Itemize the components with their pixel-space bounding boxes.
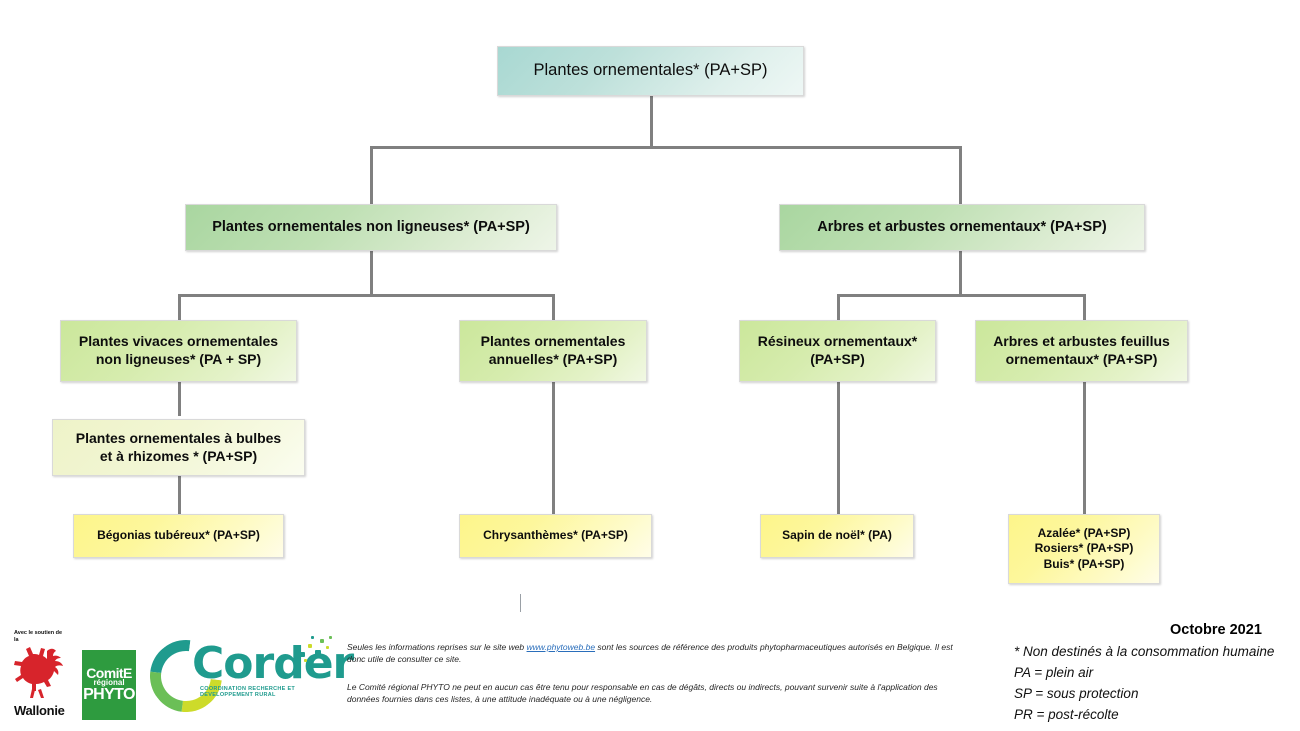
footer-note-disclaimer: Le Comité régional PHYTO ne peut en aucu… xyxy=(347,681,967,706)
node-begonias-tubereux[interactable]: Bégonias tubéreux* (PA+SP) xyxy=(73,514,284,558)
node-plantes-bulbes-rhizomes[interactable]: Plantes ornementales à bulbes et à rhizo… xyxy=(52,419,305,476)
connector-level3-right-bus2 xyxy=(959,294,1085,297)
node-resineux-ornementaux[interactable]: Résineux ornementaux* (PA+SP) xyxy=(739,320,936,382)
node-sapin-de-noel-label: Sapin de noël* (PA) xyxy=(782,528,892,543)
node-azalee-rosiers-buis-label: Azalée* (PA+SP) Rosiers* (PA+SP) Buis* (… xyxy=(1034,525,1134,571)
connector-bulbes-to-begonias xyxy=(178,476,181,515)
node-plantes-bulbes-rhizomes-label: Plantes ornementales à bulbes et à rhizo… xyxy=(75,429,282,464)
node-root[interactable]: Plantes ornementales* (PA+SP) xyxy=(497,46,804,96)
connector-l3-vivaces-drop xyxy=(178,294,181,321)
node-plantes-vivaces[interactable]: Plantes vivaces ornementales non ligneus… xyxy=(60,320,297,382)
node-azalee-rosiers-buis[interactable]: Azalée* (PA+SP) Rosiers* (PA+SP) Buis* (… xyxy=(1008,514,1160,584)
phytoweb-link[interactable]: www.phytoweb.be xyxy=(526,642,596,652)
phyto-line3: PHYTO xyxy=(83,686,135,704)
connector-level2-right-drop xyxy=(959,146,962,205)
footer-note-1-before: Seules les informations reprises sur le … xyxy=(347,642,527,652)
legend-item-pa: PA = plein air xyxy=(1014,664,1094,680)
node-begonias-tubereux-label: Bégonias tubéreux* (PA+SP) xyxy=(97,528,260,543)
connector-level2-bus xyxy=(370,146,962,149)
node-arbres-arbustes-ornementaux-label: Arbres et arbustes ornementaux* (PA+SP) xyxy=(817,219,1107,236)
legend-item-pr: PR = post-récolte xyxy=(1014,706,1119,722)
connector-root-down xyxy=(650,95,653,148)
node-arbres-feuillus[interactable]: Arbres et arbustes feuillus ornementaux*… xyxy=(975,320,1188,382)
wallonie-wordmark: Wallonie xyxy=(14,702,65,718)
node-root-label: Plantes ornementales* (PA+SP) xyxy=(533,61,768,80)
node-plantes-annuelles[interactable]: Plantes ornementales annuelles* (PA+SP) xyxy=(459,320,647,382)
corder-subtitle: COORDINATION RECHERCHE ET DEVELOPPEMENT … xyxy=(200,686,296,698)
footer-note-2-text: Le Comité régional PHYTO ne peut en aucu… xyxy=(347,682,938,705)
node-plantes-non-ligneuses-label: Plantes ornementales non ligneuses* (PA+… xyxy=(212,219,530,236)
logo-comite-regional-phyto: ComitE régional PHYTO xyxy=(82,650,136,720)
connector-vivaces-to-bulbes xyxy=(178,381,181,416)
node-plantes-annuelles-label: Plantes ornementales annuelles* (PA+SP) xyxy=(480,333,626,367)
wallonie-support-text: Avec le soutien de la xyxy=(14,630,63,643)
connector-l3-resineux-drop xyxy=(837,294,840,321)
legend-item-asterisk: * Non destinés à la consommation humaine xyxy=(1014,644,1275,659)
node-resineux-ornementaux-label: Résineux ornementaux* (PA+SP) xyxy=(757,333,918,367)
node-arbres-feuillus-label: Arbres et arbustes feuillus ornementaux*… xyxy=(993,333,1170,367)
page-tick-mark xyxy=(520,594,521,612)
connector-resineux-to-sapin xyxy=(837,381,840,515)
rooster-icon xyxy=(14,646,63,698)
connector-l2right-down xyxy=(959,250,962,296)
node-arbres-arbustes-ornementaux[interactable]: Arbres et arbustes ornementaux* (PA+SP) xyxy=(779,204,1145,251)
publication-date: Octobre 2021 xyxy=(1170,622,1262,638)
connector-annuelles-to-chrysanthemes xyxy=(552,381,555,515)
node-chrysanthemes[interactable]: Chrysanthèmes* (PA+SP) xyxy=(459,514,652,558)
phyto-line1: ComitE xyxy=(86,665,132,682)
connector-level2-left-drop xyxy=(370,146,373,205)
corder-dots-icon xyxy=(298,634,336,664)
logo-corder: Corder COORDINATION RECHERCHE ET DEVELOP… xyxy=(135,625,354,727)
node-plantes-vivaces-label: Plantes vivaces ornementales non ligneus… xyxy=(78,333,279,367)
phyto-line2: régional xyxy=(93,678,125,688)
footer-note-1-after: sont les sources de référence des produi… xyxy=(347,642,953,665)
legend-item-sp: SP = sous protection xyxy=(1014,685,1139,701)
node-sapin-de-noel[interactable]: Sapin de noël* (PA) xyxy=(760,514,914,558)
connector-feuillus-to-azalee xyxy=(1083,381,1086,515)
footer-note-phytoweb: Seules les informations reprises sur le … xyxy=(347,641,967,666)
logo-wallonie: Avec le soutien de la Wallonie xyxy=(14,630,78,722)
connector-level3-right-bus xyxy=(837,294,962,297)
connector-l3-feuillus-drop xyxy=(1083,294,1086,321)
node-chrysanthemes-label: Chrysanthèmes* (PA+SP) xyxy=(483,528,628,543)
connector-level3-left-bus xyxy=(178,294,555,297)
legend-block: * Non destinés à la consommation humaine… xyxy=(1014,642,1274,726)
node-plantes-non-ligneuses[interactable]: Plantes ornementales non ligneuses* (PA+… xyxy=(185,204,557,251)
connector-l2left-down xyxy=(370,250,373,296)
connector-l3-annuelles-drop xyxy=(552,294,555,321)
